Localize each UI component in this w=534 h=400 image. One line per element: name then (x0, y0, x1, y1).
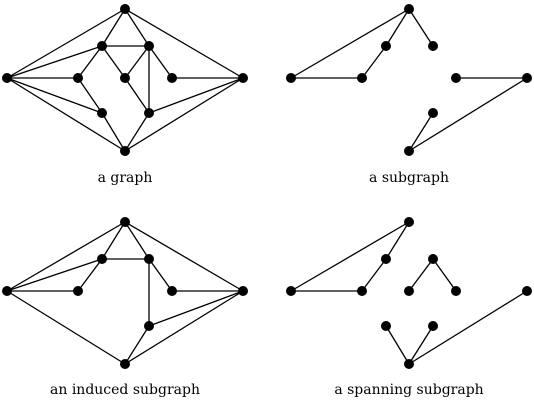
vertex-UR (144, 41, 154, 51)
edge-LR-B (124, 112, 150, 152)
vertex-R (522, 73, 532, 83)
edge-T-UR (124, 221, 150, 260)
vertex-T (120, 4, 130, 14)
vertex-LR (144, 321, 154, 331)
vertex-ML (73, 286, 83, 296)
vertex-UR (428, 41, 438, 51)
vertex-B (120, 359, 130, 369)
panel-spanning (286, 217, 532, 369)
edge-B-R (124, 290, 244, 365)
edge-B-R (408, 290, 528, 365)
edge-UL-ML (361, 45, 387, 79)
edge-LL-B (385, 325, 410, 365)
edge-LR-R (148, 77, 244, 114)
vertex-L (2, 286, 12, 296)
vertex-UL (381, 41, 391, 51)
edge-L-T (6, 8, 126, 79)
edge-LR-R (148, 290, 244, 327)
edge-B-R (408, 77, 528, 152)
vertex-C (404, 286, 414, 296)
vertex-UR (144, 254, 154, 264)
edge-L-T (290, 8, 410, 79)
vertex-ML (357, 286, 367, 296)
edge-ML-LL (77, 77, 103, 114)
vertex-LR (144, 108, 154, 118)
edge-LR-B (408, 325, 434, 365)
edge-L-UL (6, 258, 103, 292)
edge-L-B (6, 290, 126, 365)
vertex-T (404, 217, 414, 227)
vertex-UL (381, 254, 391, 264)
vertex-C (120, 73, 130, 83)
edge-T-UL (101, 221, 126, 260)
vertex-B (404, 146, 414, 156)
vertex-ML (357, 73, 367, 83)
vertex-MR (167, 286, 177, 296)
edge-T-UL (101, 8, 126, 47)
panel-graph (2, 4, 248, 156)
vertex-L (286, 286, 296, 296)
edge-T-UL (385, 8, 410, 47)
vertex-LL (381, 321, 391, 331)
caption-induced-subgraph: an induced subgraph (50, 382, 200, 398)
caption-graph: a graph (97, 170, 153, 186)
edge-LR-B (408, 112, 434, 152)
edge-T-UL (385, 221, 410, 260)
vertex-MR (167, 73, 177, 83)
edge-L-T (6, 221, 126, 292)
edge-UL-ML (77, 45, 103, 79)
edge-L-UL (6, 45, 103, 79)
vertex-L (2, 73, 12, 83)
vertex-T (120, 217, 130, 227)
edge-UL-ML (361, 258, 387, 292)
edge-B-R (124, 77, 244, 152)
edge-UR-C (408, 258, 434, 292)
edge-T-UR (408, 8, 434, 47)
edge-T-UR (124, 8, 150, 47)
vertex-UL (97, 41, 107, 51)
vertex-B (404, 359, 414, 369)
vertex-MR (451, 73, 461, 83)
panel-induced (2, 217, 248, 369)
vertex-ML (73, 73, 83, 83)
panel-subgraph (286, 4, 532, 156)
vertex-LR (428, 108, 438, 118)
edge-LR-B (124, 325, 150, 365)
caption-spanning-subgraph: a spanning subgraph (334, 382, 484, 398)
vertex-MR (451, 286, 461, 296)
edge-UR-MR (432, 258, 457, 292)
edge-LL-B (101, 112, 126, 152)
caption-subgraph: a subgraph (369, 170, 449, 186)
vertex-R (238, 286, 248, 296)
edge-L-T (290, 221, 410, 292)
vertex-R (238, 73, 248, 83)
edge-T-R (124, 8, 244, 79)
vertex-LL (97, 108, 107, 118)
vertex-R (522, 286, 532, 296)
edge-C-LR (124, 77, 150, 114)
vertex-UR (428, 254, 438, 264)
vertex-L (286, 73, 296, 83)
vertex-UL (97, 254, 107, 264)
edge-UR-MR (148, 45, 173, 79)
edge-UL-C (101, 45, 126, 79)
vertex-T (404, 4, 414, 14)
edge-T-R (124, 221, 244, 292)
edge-UL-ML (77, 258, 103, 292)
edge-L-B (6, 77, 126, 152)
vertex-LR (428, 321, 438, 331)
edge-UR-C (124, 45, 150, 79)
edge-L-LL (6, 77, 103, 114)
edge-UR-MR (148, 258, 173, 292)
vertex-B (120, 146, 130, 156)
